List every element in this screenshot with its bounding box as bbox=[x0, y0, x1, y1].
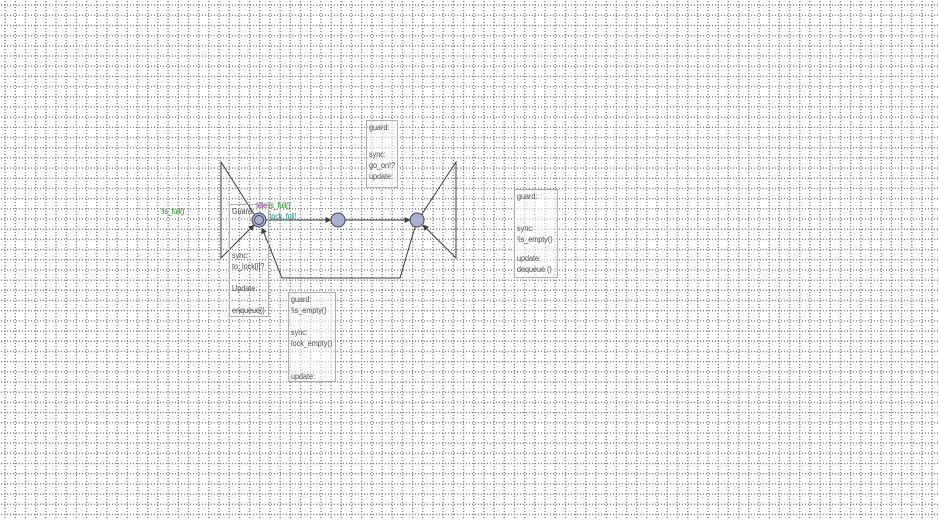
note-bottom-line-1: guard: bbox=[291, 295, 312, 304]
note-top-line-4: update: bbox=[369, 172, 394, 181]
note-top-line-1: guard: bbox=[369, 123, 390, 132]
note-left-line-5: enqueue() bbox=[232, 306, 265, 315]
location-idle-name[interactable]: Idle bbox=[256, 201, 267, 210]
note-left-line-4: Update: bbox=[232, 284, 258, 293]
note-right-line-4: update: bbox=[517, 254, 542, 263]
note-right-line-5: dequeue () bbox=[517, 265, 552, 274]
note-top[interactable]: guard: sync: go_on!? update: bbox=[366, 120, 398, 188]
outer-guard-label[interactable]: !is_full() bbox=[161, 207, 185, 216]
note-right-line-3: !is_empty() bbox=[517, 235, 553, 244]
note-bottom-line-5: update: bbox=[291, 372, 316, 381]
edge-right-to-idle[interactable] bbox=[261, 226, 416, 279]
note-right-line-2: sync: bbox=[517, 224, 534, 233]
note-top-line-3: go_on!? bbox=[369, 161, 396, 170]
self-loop-edge-idle[interactable] bbox=[220, 160, 255, 260]
note-left[interactable]: Guard: sync: to_lock[i]? Update: enqueue… bbox=[229, 204, 269, 317]
note-right-line-1: guard: bbox=[517, 192, 538, 201]
location-middle[interactable] bbox=[330, 212, 346, 228]
note-top-line-2: sync: bbox=[369, 150, 386, 159]
note-left-line-1: Guard: bbox=[232, 207, 255, 216]
note-left-line-2: sync: bbox=[232, 251, 249, 260]
edge-guard-label[interactable]: !is_full() bbox=[267, 201, 291, 210]
note-bottom-line-2: !is_empty() bbox=[291, 306, 327, 315]
edge-sync-label[interactable]: lock_full! bbox=[270, 212, 297, 221]
note-bottom-line-3: sync: bbox=[291, 328, 308, 337]
note-bottom[interactable]: guard: !is_empty() sync: lock_empty() up… bbox=[288, 292, 336, 382]
location-right[interactable] bbox=[409, 212, 425, 228]
self-loop-edge-right[interactable] bbox=[421, 160, 457, 260]
note-bottom-line-4: lock_empty() bbox=[291, 339, 333, 348]
note-left-line-3: to_lock[i]? bbox=[232, 262, 265, 271]
initial-location-marker bbox=[254, 215, 264, 225]
note-right[interactable]: guard: sync: !is_empty() update: dequeue… bbox=[514, 189, 558, 278]
